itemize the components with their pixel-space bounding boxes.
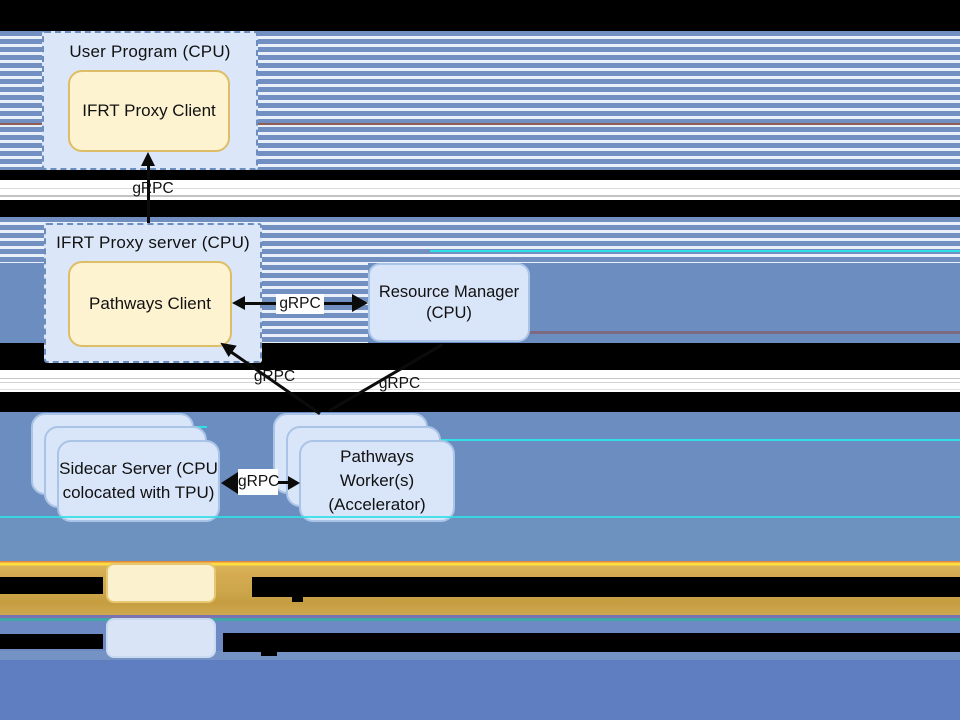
node-ifrt-proxy-client-label: IFRT Proxy Client bbox=[82, 101, 216, 120]
artifact-maroon-line-1 bbox=[0, 123, 960, 125]
legend-row1-left-redaction bbox=[0, 577, 103, 594]
band-black-top bbox=[0, 0, 960, 31]
legend-row2-right-redaction bbox=[223, 633, 960, 652]
legend-row2-left-redaction bbox=[0, 634, 103, 649]
edge-label-grpc-rm: gRPC bbox=[276, 294, 324, 314]
arrow-stack-shaft bbox=[277, 481, 289, 484]
node-sidecar-server-line2: colocated with TPU) bbox=[62, 483, 215, 502]
artifact-gray-line bbox=[0, 188, 960, 189]
node-resource-manager: Resource Manager (CPU) bbox=[368, 263, 530, 342]
band-black-5 bbox=[0, 392, 960, 412]
legend-row1-descender bbox=[292, 596, 303, 602]
band-solid-blue-3 bbox=[0, 517, 960, 561]
legend-row2-descender bbox=[261, 651, 277, 656]
band-white-2 bbox=[0, 370, 960, 392]
artifact-cyan-line bbox=[430, 250, 960, 252]
edge-label-grpc-top: gRPC bbox=[132, 180, 174, 197]
arrow-right-head-icon bbox=[288, 476, 300, 490]
artifact-maroon-line-2 bbox=[390, 331, 960, 334]
artifact-purple-line bbox=[0, 614, 960, 618]
node-ifrt-proxy-client: IFRT Proxy Client bbox=[68, 70, 230, 152]
node-pathways-client: Pathways Client bbox=[68, 261, 232, 347]
band-stripes-patch bbox=[262, 217, 368, 343]
node-ifrt-proxy-server-label: IFRT Proxy server (CPU) bbox=[56, 233, 250, 252]
arrow-left-head-icon bbox=[232, 296, 245, 310]
node-pathways-workers-line1: Pathways Worker(s) bbox=[339, 447, 415, 490]
artifact-gray-line bbox=[0, 381, 960, 383]
legend-yellow-swatch bbox=[106, 563, 216, 603]
edge-label-grpc-rm-workers: gRPC bbox=[378, 375, 421, 392]
legend-row1-right-redaction bbox=[252, 577, 960, 597]
node-pathways-client-label: Pathways Client bbox=[89, 294, 211, 313]
node-pathways-workers-line2: (Accelerator) bbox=[328, 495, 426, 514]
edge-label-grpc-stacks: gRPC bbox=[238, 469, 279, 495]
arrow-left-head-icon bbox=[221, 472, 238, 494]
arrow-up-head-icon bbox=[141, 152, 155, 166]
artifact-cyan-line bbox=[420, 438, 960, 441]
artifact-teal-line bbox=[0, 617, 960, 621]
node-sidecar-server: Sidecar Server (CPU colocated with TPU) bbox=[57, 440, 220, 522]
artifact-gray-line bbox=[0, 378, 960, 379]
arrow-right-head-icon bbox=[352, 294, 368, 312]
band-blue-light bbox=[0, 651, 960, 660]
node-sidecar-server-line1: Sidecar Server (CPU bbox=[59, 459, 218, 478]
node-resource-manager-line2: (CPU) bbox=[426, 303, 472, 322]
node-resource-manager-line1: Resource Manager bbox=[378, 282, 520, 301]
artifact-cyan-line bbox=[0, 516, 960, 518]
node-user-program-label: User Program (CPU) bbox=[69, 42, 231, 61]
node-pathways-workers: Pathways Worker(s) (Accelerator) bbox=[299, 440, 455, 522]
band-black-2 bbox=[0, 170, 960, 180]
artifact-gray-line bbox=[0, 388, 960, 390]
edge-label-grpc-client: gRPC bbox=[253, 368, 296, 385]
artifact-gray-line bbox=[0, 195, 960, 197]
arrow-up-shaft bbox=[146, 164, 150, 223]
band-black-3 bbox=[0, 200, 960, 217]
band-blue-bottom bbox=[0, 660, 960, 720]
legend-blue-swatch bbox=[106, 618, 216, 658]
